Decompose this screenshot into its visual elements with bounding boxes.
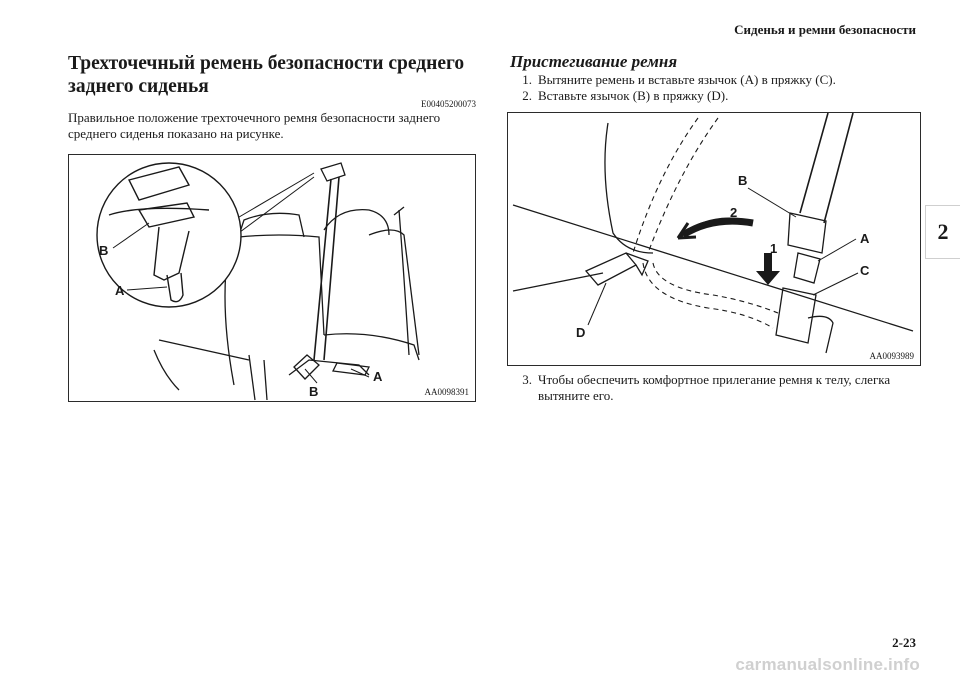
label-a-bottom: A bbox=[373, 369, 383, 384]
step-3: 3. Чтобы обеспечить комфортное прилегани… bbox=[510, 372, 910, 404]
step-text: Вставьте язычок (B) в пряжку (D). bbox=[538, 88, 729, 103]
label-a-top: A bbox=[115, 283, 125, 298]
arrow-step-1-icon bbox=[756, 253, 780, 285]
description-line1: Правильное положение трехточечного ремня… bbox=[68, 110, 441, 125]
seatbelt-position-illustration: B A B A bbox=[96, 162, 420, 401]
step-number: 1. bbox=[522, 72, 532, 87]
chapter-tab[interactable]: 2 bbox=[925, 205, 960, 259]
label-a: A bbox=[860, 231, 870, 246]
subsection-title: Пристегивание ремня bbox=[510, 52, 678, 71]
label-b: B bbox=[738, 173, 747, 188]
watermark[interactable]: carmanualsonline.info bbox=[735, 655, 920, 674]
figure-id: AA0098391 bbox=[424, 387, 470, 397]
section-description: Правильное положение трехточечного ремня… bbox=[68, 110, 476, 142]
label-b-bottom: B bbox=[309, 384, 318, 399]
step-3-line2: вытяните его. bbox=[538, 388, 614, 403]
step-1: 1. Вытяните ремень и вставьте язычок (A)… bbox=[510, 72, 920, 88]
figure-seatbelt-position: B A B A AA0098391 bbox=[68, 154, 476, 402]
running-header: Сиденья и ремни безопасности bbox=[734, 22, 916, 37]
section-title-line2: заднего сиденья bbox=[68, 76, 209, 97]
description-line2: среднего сиденья показано на рисунке. bbox=[68, 126, 284, 141]
step-number: 2. bbox=[522, 88, 532, 103]
step-text: Вытяните ремень и вставьте язычок (A) в … bbox=[538, 72, 836, 87]
figure-fastening-belt: B 2 A 1 C D AA0093989 bbox=[507, 112, 921, 366]
left-column: Трехточечный ремень безопасности среднег… bbox=[68, 52, 476, 142]
step-2: 2. Вставьте язычок (B) в пряжку (D). bbox=[510, 88, 920, 104]
right-column: Пристегивание ремня 1. Вытяните ремень и… bbox=[510, 52, 920, 104]
step-text: Чтобы обеспечить комфортное прилегание р… bbox=[538, 372, 890, 404]
label-1: 1 bbox=[770, 241, 777, 256]
magnified-detail bbox=[96, 162, 242, 308]
label-b-top: B bbox=[99, 243, 108, 258]
page-number: 2-23 bbox=[892, 635, 916, 650]
label-c: C bbox=[860, 263, 870, 278]
section-code: E00405200073 bbox=[421, 99, 476, 109]
figure-id: AA0093989 bbox=[869, 351, 915, 361]
label-2: 2 bbox=[730, 205, 737, 220]
label-d: D bbox=[576, 325, 585, 340]
fastening-belt-illustration: B 2 A 1 C D bbox=[512, 112, 914, 354]
section-title-line1: Трехточечный ремень безопасности среднег… bbox=[68, 53, 465, 74]
step-number: 3. bbox=[522, 372, 532, 387]
step-3-line1: Чтобы обеспечить комфортное прилегание р… bbox=[538, 372, 891, 387]
section-title: Трехточечный ремень безопасности среднег… bbox=[68, 52, 476, 98]
